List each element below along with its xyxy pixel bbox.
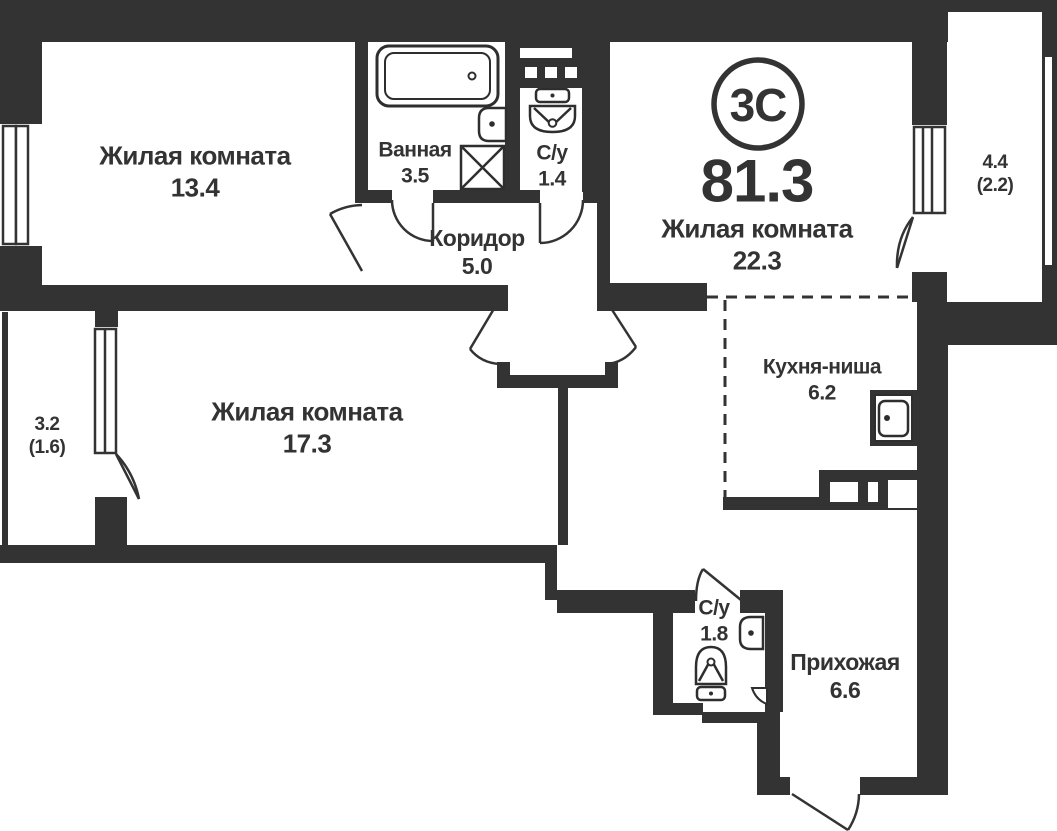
window-living-top: [0, 124, 42, 246]
loggia-area: 4.4: [982, 151, 1008, 173]
apartment-type-badge-circle: [711, 57, 805, 151]
loggia-area-reduced: (2.2): [976, 175, 1014, 196]
room-label-living-top: Жилая комната 13.4: [99, 140, 291, 203]
room-label-loggia-right: 4.4 (2.2): [977, 151, 1014, 197]
room-area: 6.6: [829, 677, 861, 703]
room-label-wc-top: С/у 1.4: [536, 140, 568, 191]
room-label-bathroom: Ванная 3.5: [378, 137, 452, 188]
toilet-bottom-icon: [694, 645, 728, 702]
apartment-type-badge: 3С: [729, 79, 788, 131]
room-name: Ванная: [378, 138, 452, 162]
room-area: 13.4: [170, 172, 220, 202]
room-name: Прихожая: [790, 648, 900, 675]
loggia-area-reduced: (1.6): [28, 437, 66, 458]
door-living-top: [328, 203, 364, 272]
window-loggia-right: [912, 125, 947, 215]
door-wc-top: [538, 199, 585, 245]
room-name: Жилая комната: [99, 140, 291, 171]
room-label-kitchen: Кухня-ниша 6.2: [762, 354, 882, 405]
kitchen-sink-icon: [874, 394, 913, 442]
bathtub-icon: [375, 44, 500, 108]
kitchen-niche-dashed-line: [707, 295, 917, 497]
total-area-label: 81.3: [700, 147, 815, 215]
room-area: 6.2: [808, 381, 836, 404]
door-entrance: [791, 792, 861, 831]
room-name: Жилая комната: [211, 396, 403, 427]
bath-sink-icon: [477, 106, 508, 143]
door-wc-bottom: [694, 568, 742, 602]
fixtures: [375, 44, 913, 706]
toilet-top-icon: [528, 87, 577, 134]
window-loggia-left: [93, 327, 118, 455]
door-loggia-left: [114, 453, 141, 500]
room-label-hall: Прихожая 6.6: [790, 648, 900, 704]
room-area: 22.3: [732, 245, 782, 275]
vent-shafts: [520, 48, 1052, 508]
room-area: 1.4: [538, 167, 566, 190]
room-label-corridor: Коридор 5.0: [429, 224, 525, 280]
loggia-area: 3.2: [34, 413, 60, 435]
room-name: С/у: [698, 596, 730, 620]
windows: [0, 124, 947, 455]
room-label-living-right: Жилая комната 22.3: [661, 213, 853, 276]
door-loggia-right: [895, 216, 915, 269]
corner-shelf-icon: [750, 687, 768, 706]
door-bathroom: [390, 199, 435, 243]
double-door-living-mid: [468, 301, 638, 366]
washing-machine-icon: [459, 144, 506, 191]
room-name: Кухня-ниша: [762, 355, 882, 379]
room-area: 3.5: [401, 164, 429, 187]
room-name: Коридор: [429, 224, 525, 251]
room-area: 5.0: [461, 253, 493, 279]
room-name: Жилая комната: [661, 213, 853, 244]
room-label-living-mid: Жилая комната 17.3: [211, 396, 403, 459]
room-name: С/у: [536, 141, 568, 165]
wc-sink-icon: [738, 615, 765, 651]
room-label-wc-bottom: С/у 1.8: [698, 595, 730, 646]
room-label-loggia-left: 3.2 (1.6): [29, 413, 66, 459]
room-area: 17.3: [282, 428, 332, 458]
room-area: 1.8: [700, 622, 728, 645]
doors: [114, 199, 915, 831]
